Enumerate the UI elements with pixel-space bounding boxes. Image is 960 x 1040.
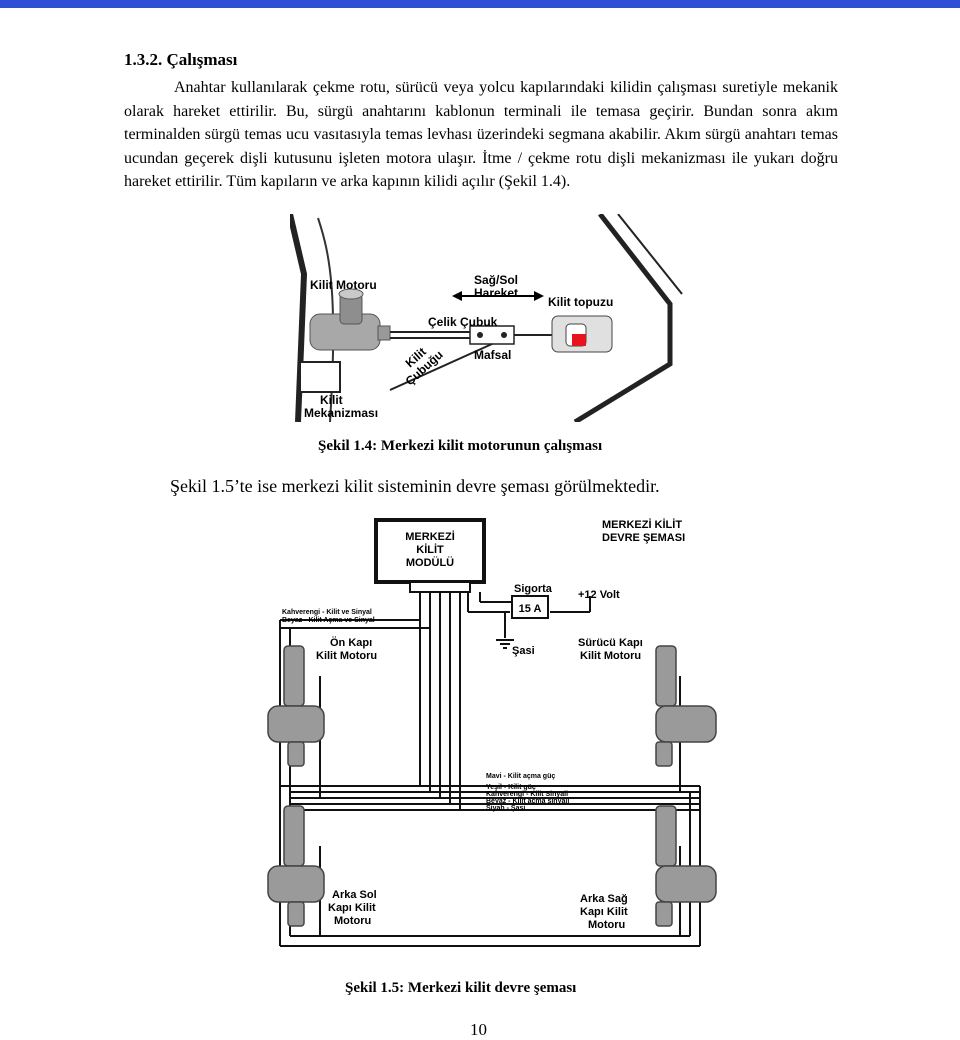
wire-label-2: Yeşil - Kilit güç (486, 784, 536, 791)
driver-motor (655, 645, 717, 767)
wire-label-top1: Kahverengi - Kilit ve Sinyal (282, 609, 372, 616)
label-mech1: Kilit (320, 393, 343, 407)
fuse-label: Sigorta (514, 583, 553, 595)
label-joint: Mafsal (474, 348, 511, 362)
wire-label-3: Kahverengi - Kilit Sinyali (486, 791, 568, 798)
diagram-title1: MERKEZİ KİLİT (602, 518, 682, 531)
figure-1-caption: Şekil 1.4: Merkezi kilit motorunun çalış… (318, 438, 603, 454)
figure-intro-sentence: Şekil 1.5’te ise merkezi kilit sistemini… (170, 476, 660, 496)
rear-left-label1: Arka Sol (332, 889, 377, 901)
label-rod: Çelik Çubuk (428, 315, 498, 329)
volt-label: +12 Volt (578, 589, 620, 601)
rear-left-motor (267, 805, 325, 927)
wire-label-1: Mavi - Kilit açma güç (486, 773, 555, 780)
figure-2-caption: Şekil 1.5: Merkezi kilit devre şeması (345, 980, 577, 996)
label-motor: Kilit Motoru (310, 278, 377, 292)
lock-motor-drawing (309, 288, 391, 351)
module-label2: KİLİT (416, 543, 444, 556)
wire-label-5: Siyah - Şasi (486, 805, 525, 812)
label-mech2: Mekanizması (304, 406, 378, 420)
driver-label2: Kilit Motoru (580, 650, 641, 662)
ground-label: Şasi (512, 645, 535, 657)
rear-right-label1: Arka Sağ (580, 893, 628, 905)
diagram-title2: DEVRE ŞEMASI (602, 532, 685, 544)
lock-indicator-icon (572, 334, 586, 346)
rear-right-label3: Motoru (588, 919, 625, 931)
section-heading: 1.3.2. Çalışması (124, 50, 238, 69)
front-left-motor (267, 645, 325, 767)
figure-circuit-diagram: MERKEZİ KİLİT MODÜLÜ MERKEZİ KİLİT DEVRE… (267, 518, 717, 947)
front-left-label1: Ön Kapı (330, 636, 372, 649)
rear-left-label2: Kapı Kilit (328, 902, 376, 914)
page-number: 10 (470, 1020, 487, 1039)
label-move2: Hareket (474, 286, 518, 300)
rear-right-label2: Kapı Kilit (580, 906, 628, 918)
ground-icon (496, 639, 514, 649)
label-knob: Kilit topuzu (548, 295, 613, 309)
body-paragraph: Anahtar kullanılarak çekme rotu, sürücü … (124, 76, 838, 194)
fuse-box (511, 595, 549, 619)
module-box (374, 518, 486, 584)
wire-label-top2: Beyaz - Kilit Açma ve Sinyal (282, 617, 375, 624)
top-border (0, 0, 960, 8)
paragraph-text: Anahtar kullanılarak çekme rotu, sürücü … (124, 79, 838, 190)
rear-right-motor (655, 805, 717, 927)
rear-left-label3: Motoru (334, 915, 371, 927)
front-left-label2: Kilit Motoru (316, 650, 377, 662)
module-label1: MERKEZİ (405, 530, 455, 543)
wire-label-4: Beyaz - Kilit açma sinyali (486, 798, 569, 805)
figure-lock-motor: Kilit Motoru Sağ/Sol Hareket Kilit topuz… (290, 214, 683, 422)
driver-label1: Sürücü Kapı (578, 637, 643, 649)
fuse-value: 15 A (519, 603, 542, 615)
label-move1: Sağ/Sol (474, 273, 518, 287)
module-label3: MODÜLÜ (406, 556, 454, 569)
